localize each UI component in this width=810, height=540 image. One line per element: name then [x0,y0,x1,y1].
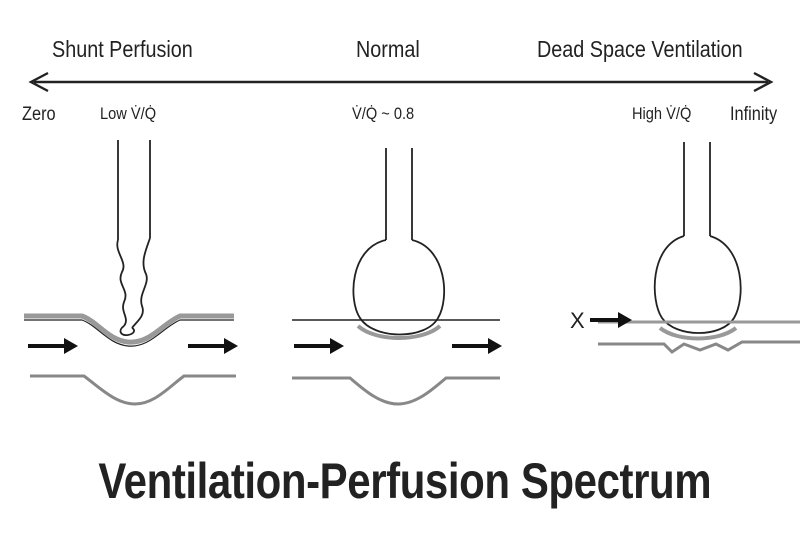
diagram-title-text: Ventilation-Perfusion Spectrum [99,452,712,510]
shunt-unit [24,140,238,404]
normal-flow-arrows [294,338,502,354]
shunt-airway [117,140,150,335]
diagram-title: Ventilation-Perfusion Spectrum [0,452,810,510]
normal-unit [292,148,502,404]
shunt-capillary [24,316,236,404]
spectrum-axis-arrow [31,73,771,91]
normal-capillary [292,320,500,404]
normal-airway-alveolus [353,148,444,335]
dead-space-airway-alveolus [655,142,741,333]
obstructed-flow-arrow [590,312,632,328]
dead-space-unit [590,142,800,352]
dead-space-capillary [598,322,800,352]
